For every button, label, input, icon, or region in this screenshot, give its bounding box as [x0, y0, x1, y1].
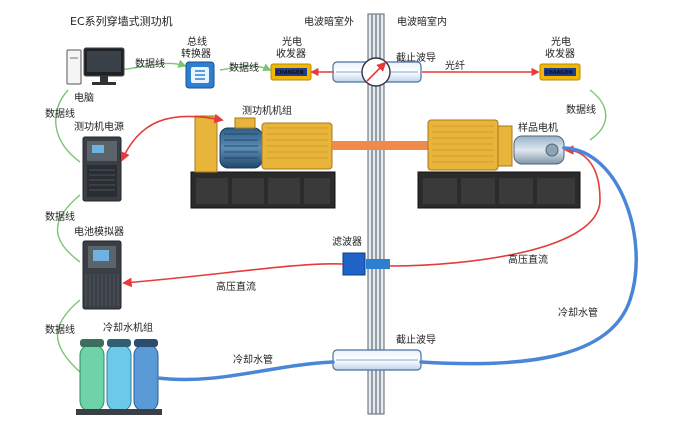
hv-dc-lines	[120, 113, 601, 288]
diagram-title: EC系列穿墙式测功机	[70, 14, 173, 28]
sample-machine-set	[417, 119, 581, 209]
data-line-label-3: 数据线	[566, 103, 596, 116]
transceiver-left-label-1: 光电	[282, 35, 302, 48]
dyno-power-cabinet	[82, 136, 122, 202]
dyno-set-label: 测功机机组	[242, 104, 292, 117]
transceiver-left-label-2: 收发器	[276, 47, 306, 60]
data-line-label-2: 数据线	[229, 61, 259, 74]
waveguide-top-label: 截止波导	[396, 51, 436, 64]
data-line-label-4: 数据线	[45, 107, 75, 120]
hv-dc-label-left: 高压直流	[216, 280, 256, 293]
drive-shaft	[332, 141, 430, 150]
computer	[66, 47, 125, 85]
sample-motor-label: 样品电机	[518, 121, 558, 134]
transceiver-right: CHANGEN	[539, 63, 581, 81]
dyno-set	[190, 115, 336, 209]
waveguide-top	[332, 57, 422, 87]
bus-converter-label-2: 转换器	[181, 47, 211, 60]
transceiver-right-label-2: 收发器	[545, 47, 575, 60]
chiller-label: 冷却水机组	[103, 321, 153, 334]
data-line-label-1: 数据线	[135, 57, 165, 70]
dyno-power-label: 测功机电源	[74, 120, 124, 133]
waveguide-bottom	[332, 349, 422, 371]
bus-converter-label-1: 总线	[187, 35, 207, 48]
transceiver-right-brand: CHANGEN	[545, 70, 573, 76]
waveguide-bottom-label: 截止波导	[396, 333, 436, 346]
chiller	[76, 339, 162, 415]
battery-sim-label: 电池模拟器	[74, 225, 124, 238]
transceiver-left: CHANGEN	[270, 63, 312, 81]
fiber-label: 光纤	[445, 59, 465, 72]
transceiver-right-label-1: 光电	[551, 35, 571, 48]
data-line-label-5: 数据线	[45, 210, 75, 223]
battery-simulator-cabinet	[82, 240, 122, 310]
transceiver-left-brand: CHANGEN	[276, 70, 304, 76]
bus-converter	[185, 61, 215, 89]
data-line-label-6: 数据线	[45, 323, 75, 336]
zone-outside-label: 电波暗室外	[304, 15, 354, 28]
cooling-label-left: 冷却水管	[233, 353, 273, 366]
filter-label: 滤波器	[332, 235, 362, 248]
filter	[342, 252, 390, 276]
cooling-lines	[156, 146, 638, 382]
cooling-label-right: 冷却水管	[558, 306, 598, 319]
zone-inside-label: 电波暗室内	[397, 15, 447, 28]
computer-label: 电脑	[74, 91, 94, 104]
data-lines	[55, 59, 607, 373]
hv-dc-label-right: 高压直流	[508, 253, 548, 266]
